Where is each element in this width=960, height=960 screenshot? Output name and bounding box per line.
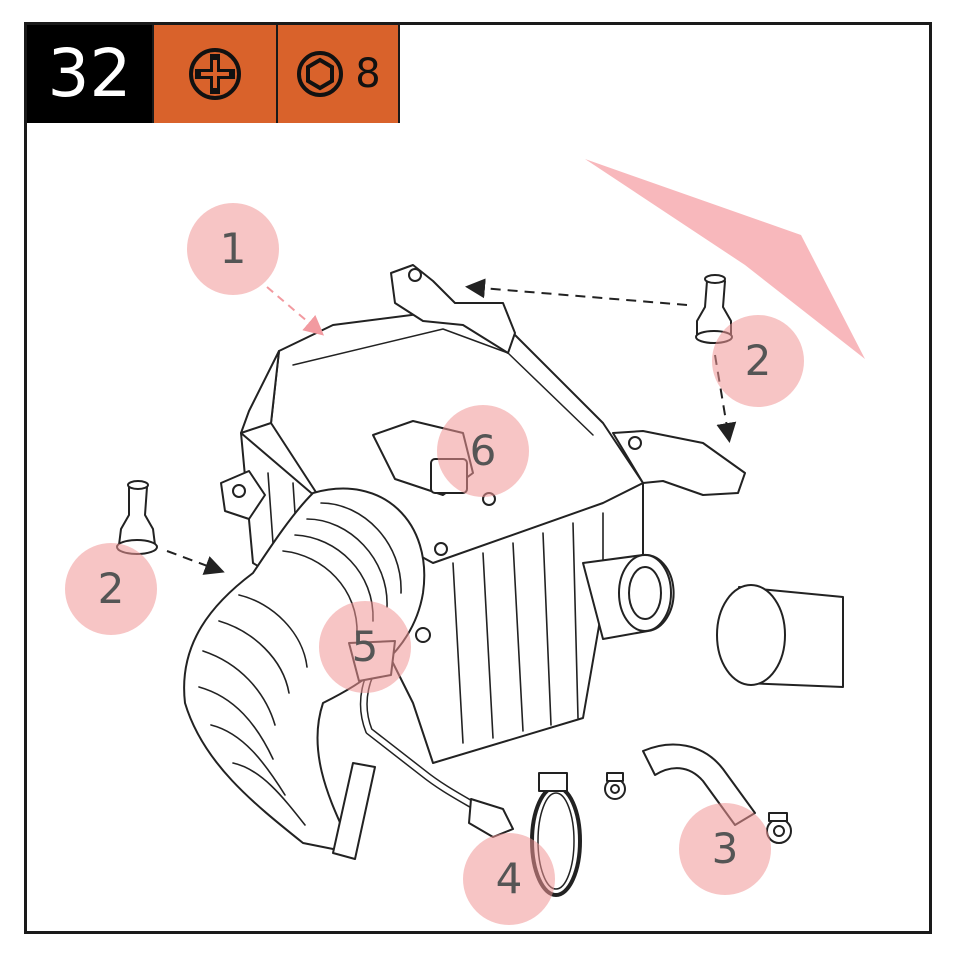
- right-mount-bracket: [612, 430, 746, 496]
- hose-clamp-small-left: [604, 772, 626, 800]
- arrow-pin-down-to-bracket: [714, 354, 737, 443]
- air-filter-assembly-illustration: [116, 159, 865, 897]
- arrow-pin-to-left-tab: [166, 550, 225, 575]
- duct-corrugations: [198, 502, 402, 826]
- push-pin-fastener-left: [116, 480, 158, 555]
- step-number: 32: [27, 25, 152, 123]
- callout-6: 6: [437, 405, 529, 497]
- callout-5: 5: [319, 601, 411, 693]
- upper-mount-bracket: [390, 264, 516, 354]
- callout-1: 1: [187, 203, 279, 295]
- tool-hex-socket: 8: [276, 25, 400, 123]
- removal-direction-arrow: [585, 159, 865, 359]
- push-pin-fastener-right: [695, 274, 733, 344]
- arrow-pin-to-upper-bracket: [465, 278, 688, 306]
- callout-2-right: 2: [712, 315, 804, 407]
- callout-4: 4: [463, 833, 555, 925]
- callout-3: 3: [679, 803, 771, 895]
- arrow-callout-1: [266, 286, 325, 336]
- step-header: 32 8: [27, 25, 400, 123]
- instruction-panel: 32 8: [24, 22, 932, 934]
- hose-clamp-small-right: [766, 812, 792, 844]
- phillips-screwdriver-icon: [189, 48, 241, 100]
- tool-phillips: [152, 25, 276, 123]
- housing-ribs: [267, 472, 604, 744]
- hex-socket-icon: [297, 51, 344, 97]
- hex-size-label: 8: [355, 51, 381, 97]
- callout-2-left: 2: [65, 543, 157, 635]
